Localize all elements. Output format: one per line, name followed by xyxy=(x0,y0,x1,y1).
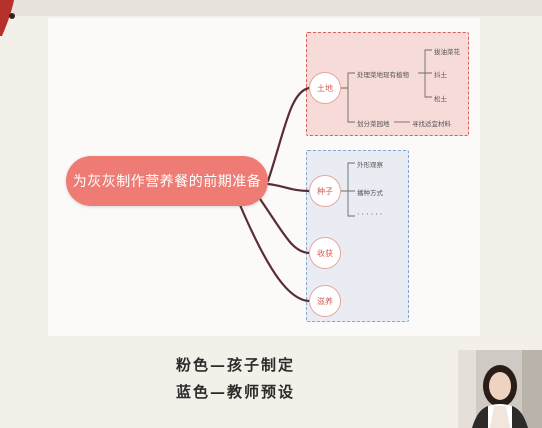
window-top-bar xyxy=(0,0,542,16)
connector-nutrition xyxy=(238,203,311,303)
connector-seed-sub xyxy=(341,162,355,217)
connector-seed xyxy=(266,182,311,193)
connector-plants-sub xyxy=(418,49,432,98)
legend-pink: 粉色—孩子制定 xyxy=(176,356,296,374)
branch-node-harvest: 收获 xyxy=(309,237,341,269)
branch-node-nutrition: 滋养 xyxy=(309,285,341,317)
node-sowing-method: 播种方式 xyxy=(357,189,383,197)
node-shake-soil: 抖土 xyxy=(434,71,447,79)
node-find-materials: 寻找适宜材料 xyxy=(412,120,451,128)
connector-land xyxy=(266,86,311,183)
connector-land-sub xyxy=(341,72,355,123)
node-loosen-soil: 松土 xyxy=(434,95,447,103)
node-handle-plants: 处理菜地现有植物 xyxy=(357,71,409,79)
branch-node-land: 土地 xyxy=(309,72,341,104)
node-pull-flowers: 拔油菜花 xyxy=(434,48,460,56)
node-appearance: 外形观察 xyxy=(357,161,383,169)
presenter-video-icon xyxy=(458,350,542,428)
main-topic-node: 为灰灰制作营养餐的前期准备 xyxy=(66,156,268,206)
legend-blue: 蓝色—教师预设 xyxy=(176,383,296,401)
node-divide-garden: 划分菜园地 xyxy=(357,120,390,128)
branch-node-seed: 种子 xyxy=(309,175,341,207)
node-ellipsis: ······ xyxy=(357,210,385,219)
child-defined-region xyxy=(306,32,469,136)
webcam-thumbnail xyxy=(458,350,542,428)
corner-decoration-icon xyxy=(0,0,15,36)
connector-harvest xyxy=(256,194,311,255)
